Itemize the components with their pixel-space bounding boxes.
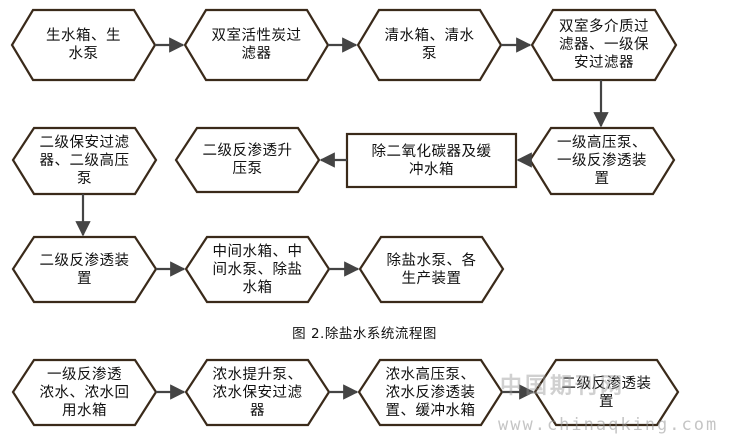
node-shape-n2 xyxy=(183,8,330,82)
node-m3: 浓水高压泵、浓水反渗透装置、缓冲水箱 xyxy=(385,366,476,419)
node-shape-n10 xyxy=(184,235,331,304)
node-n5: 一级高压泵、一级反渗透装置 xyxy=(557,135,647,187)
node-shape-n11 xyxy=(358,235,505,304)
node-shape-m2 xyxy=(184,358,331,427)
node-shape-n1 xyxy=(10,8,157,82)
node-shape-m1 xyxy=(11,358,158,427)
node-shape-n8 xyxy=(11,126,158,196)
node-shape-n9 xyxy=(11,235,158,304)
node-n8: 二级保安过滤器、二级高压泵 xyxy=(39,135,130,187)
node-shape-m3 xyxy=(357,358,504,427)
node-n4: 双室多介质过滤器、一级保安过滤器 xyxy=(559,19,649,71)
watermark-url: www.chinaqking.com xyxy=(498,415,719,435)
node-n9: 二级反渗透装置 xyxy=(39,252,130,287)
node-m2: 浓水提升泵、浓水保安过滤器 xyxy=(212,366,303,419)
node-n1: 生水箱、生水泵 xyxy=(46,28,121,62)
node-shape-n6 xyxy=(345,132,518,189)
node-m1: 一级反渗透浓水、浓水回用水箱 xyxy=(39,366,130,419)
watermark-site-name: 中国期刊网 xyxy=(500,373,626,399)
node-n3: 清水箱、清水泵 xyxy=(384,28,475,62)
node-n6: 除二氧化碳器及缓冲水箱 xyxy=(371,143,492,178)
figure-caption: 图 2.除盐水系统流程图 xyxy=(292,326,437,342)
node-shape-n4 xyxy=(530,8,678,82)
node-shape-m4 xyxy=(533,358,680,427)
node-n11: 除盐水泵、各生产装置 xyxy=(386,252,477,287)
node-n2: 双室活性炭过滤器 xyxy=(211,28,302,62)
node-shape-n7 xyxy=(174,126,321,194)
node-n10: 中间水箱、中间水泵、除盐水箱 xyxy=(212,243,303,296)
node-n7: 二级反渗透升压泵 xyxy=(202,143,293,177)
node-shape-n3 xyxy=(356,8,503,82)
node-m4: 二级反渗透装置 xyxy=(561,375,652,410)
